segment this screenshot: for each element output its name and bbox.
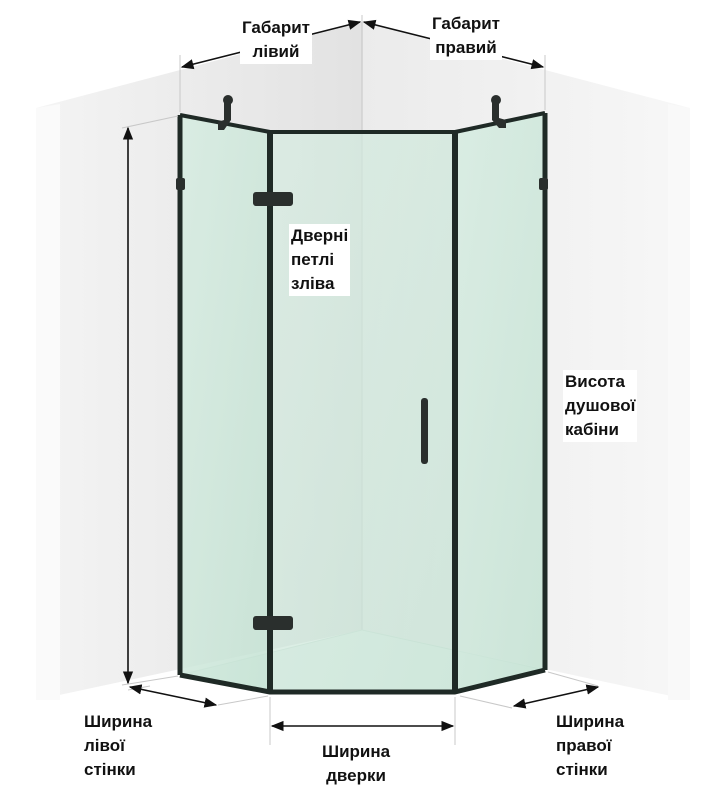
hinge-top [253,192,293,206]
left-wall-edge [36,104,60,700]
label-door-width-line-1: Ширина [322,742,391,761]
hardware [176,95,548,630]
label-door-width-line-2: дверки [326,766,386,785]
support-bar-knob-right [491,95,501,105]
label-door-hinges: Дверні петлі зліва [289,224,351,296]
label-door-hinges-line-3: зліва [291,274,335,293]
hinge-bottom [253,616,293,630]
label-door-hinges-line-2: петлі [291,250,335,269]
dim-right-wall-width [512,684,600,709]
label-right-wall-width-line-1: Ширина [556,712,625,731]
label-cabin-height: Висота душової кабіни [563,370,638,442]
glass-panels [180,113,545,692]
label-cabin-height-line-3: кабіни [565,420,619,439]
label-right-wall-width-line-2: правої [556,736,612,755]
ext-rightwall-a [459,695,513,709]
dim-left-wall-width [128,684,218,708]
ext-leftwall-b [217,695,269,706]
label-overall-right-line-2: правий [435,38,497,57]
ext-height-top [121,115,179,129]
frame-bottom [179,667,546,695]
support-bar-mount-left [218,97,231,130]
door-handle [421,398,428,464]
wall-bracket-right [539,178,548,190]
support-bar-knob-left [223,95,233,105]
label-overall-right: Габарит правий [430,12,502,60]
label-cabin-height-line-1: Висота [565,372,625,391]
right-fixed-panel [455,113,545,692]
label-overall-left: Габарит лівий [240,16,312,64]
right-wall-edge [668,104,690,700]
label-left-wall-width: Ширина лівої стінки [84,710,152,782]
label-left-wall-width-line-2: лівої [84,736,125,755]
left-fixed-panel [180,115,270,692]
label-left-wall-width-line-1: Ширина [84,712,153,731]
label-overall-right-line-1: Габарит [432,14,500,33]
label-door-hinges-line-1: Дверні [291,226,349,245]
ext-rightwall-b [547,671,599,687]
label-door-width: Ширина дверки [322,740,390,788]
label-right-wall-width: Ширина правої стінки [556,710,624,782]
wall-bracket-left [176,178,185,190]
label-cabin-height-line-2: душової [565,396,636,415]
label-overall-left-line-2: лівий [252,42,300,61]
label-left-wall-width-line-3: стінки [84,760,136,779]
label-right-wall-width-line-3: стінки [556,760,608,779]
label-overall-left-line-1: Габарит [242,18,310,37]
